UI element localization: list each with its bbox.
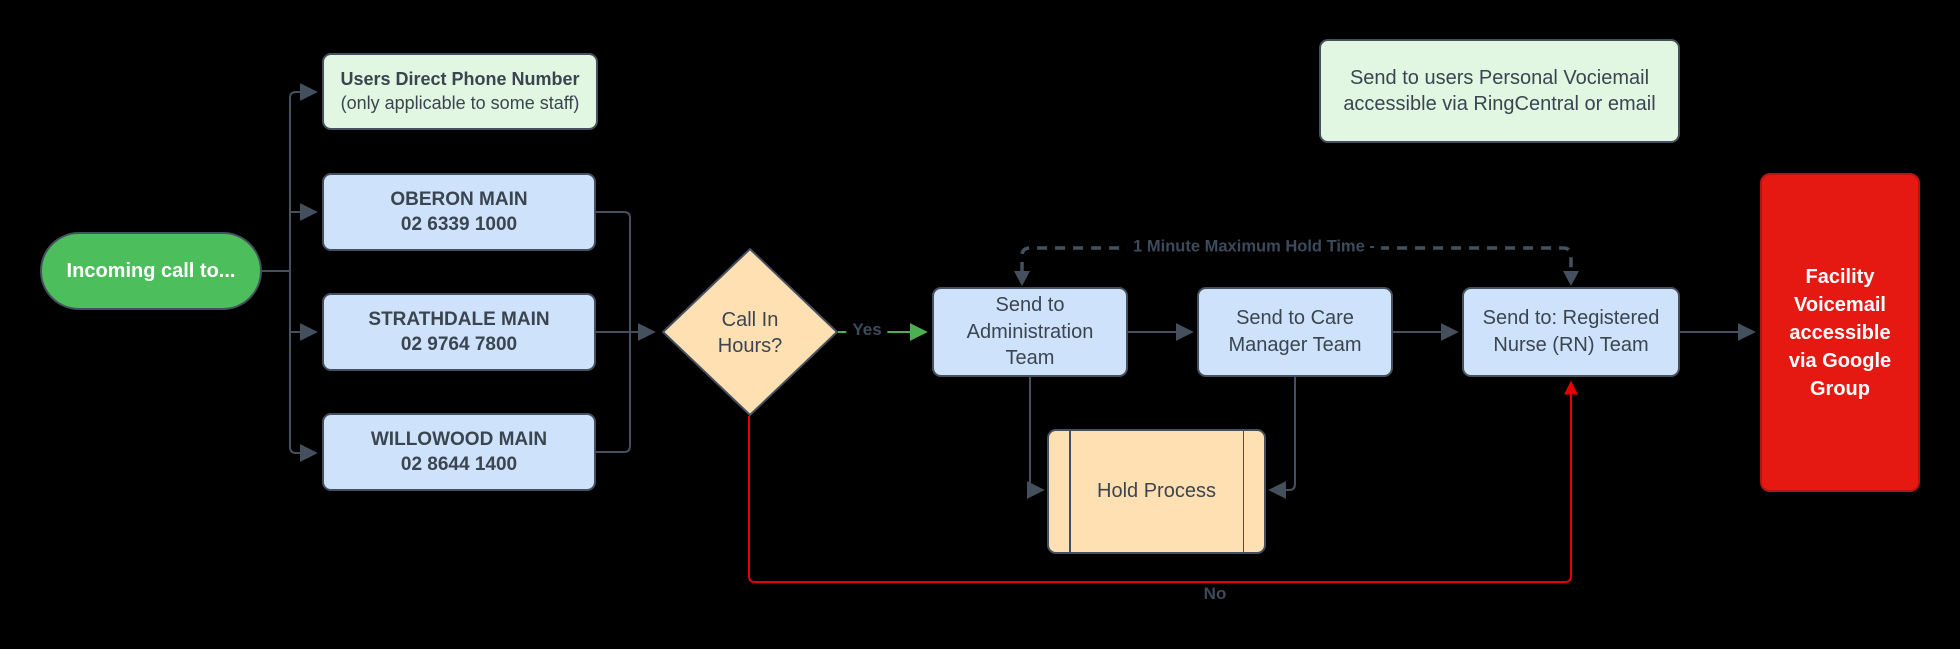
node-strathdale-main: STRATHDALE MAIN 02 9764 7800 xyxy=(322,293,596,371)
hold-time-arrowhead-left xyxy=(1014,271,1030,286)
strathdale-name: STRATHDALE MAIN xyxy=(368,308,550,330)
facility-voicemail-label: Facility Voicemail accessible via Google… xyxy=(1788,265,1892,400)
edge-label-no: No xyxy=(1197,583,1233,605)
rn-label: Send to: Registered Nurse (RN) Team xyxy=(1482,307,1660,356)
node-send-rn-team: Send to: Registered Nurse (RN) Team xyxy=(1462,287,1680,377)
hold-time-arrowhead-right xyxy=(1563,271,1579,286)
direct-number-subtitle: (only applicable to some staff) xyxy=(340,92,580,113)
edge-care-to-hold xyxy=(1268,377,1296,499)
node-facility-voicemail: Facility Voicemail accessible via Google… xyxy=(1760,173,1920,492)
hold-process-label: Hold Process xyxy=(1097,480,1216,503)
node-hold-process: Hold Process xyxy=(1047,429,1266,554)
node-send-care-manager-team: Send to Care Manager Team xyxy=(1197,287,1393,377)
node-oberon-main: OBERON MAIN 02 6339 1000 xyxy=(322,173,596,251)
admin-label: Send to Administration Team xyxy=(966,294,1094,370)
hold-process-bar-right xyxy=(1242,431,1244,552)
edge-no-to-rn xyxy=(748,380,1578,583)
willowood-name: WILLOWOOD MAIN xyxy=(370,428,548,450)
personal-voicemail-label: Send to users Personal Vociemail accessi… xyxy=(1343,66,1656,115)
incoming-call-label: Incoming call to... xyxy=(66,259,236,282)
note-personal-voicemail: Send to users Personal Vociemail accessi… xyxy=(1319,39,1680,143)
care-label: Send to Care Manager Team xyxy=(1228,307,1362,356)
node-send-administration-team: Send to Administration Team xyxy=(932,287,1128,377)
hold-process-bar-left xyxy=(1069,431,1071,552)
edge-label-hold-time: 1 Minute Maximum Hold Time - xyxy=(1127,236,1381,258)
strathdale-phone: 02 9764 7800 xyxy=(400,334,518,355)
oberon-phone: 02 6339 1000 xyxy=(400,214,518,235)
note-direct-phone-number: Users Direct Phone Number (only applicab… xyxy=(322,53,598,130)
oberon-name: OBERON MAIN xyxy=(390,188,528,210)
decision-diamond-shape xyxy=(662,248,838,416)
edge-label-yes: Yes xyxy=(846,319,888,341)
node-willowood-main: WILLOWOOD MAIN 02 8644 1400 xyxy=(322,413,596,491)
edge-admin-to-hold xyxy=(1026,377,1045,499)
willowood-phone: 02 8644 1400 xyxy=(400,454,518,475)
node-incoming-call: Incoming call to... xyxy=(40,232,262,310)
decision-call-in-hours: Call In Hours? xyxy=(700,295,800,370)
decision-label: Call In Hours? xyxy=(717,308,783,357)
direct-number-title: Users Direct Phone Number xyxy=(340,69,580,90)
edge-left-branch-vertical xyxy=(289,91,297,454)
